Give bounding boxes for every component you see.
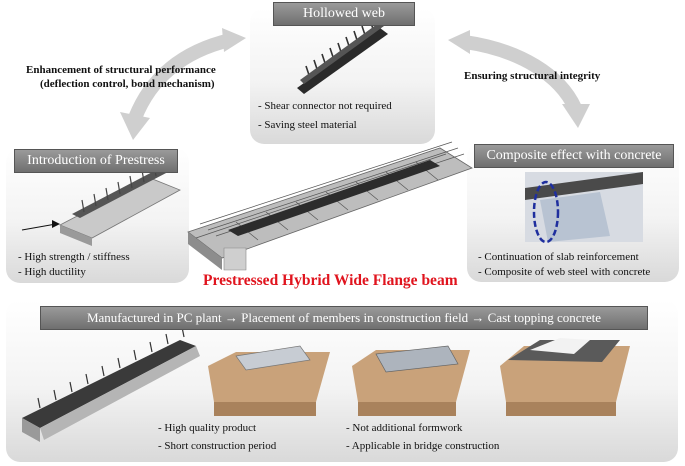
right-bullet-1: - Continuation of slab reinforcement: [478, 251, 639, 263]
header-composite-effect: Composite effect with concrete: [474, 144, 674, 168]
pc-plant-beam-icon: [22, 326, 200, 442]
bottom-bullet-a1: - High quality product: [158, 422, 257, 434]
top-panel: [250, 8, 435, 144]
left-bullet-2: - High ductility: [18, 266, 86, 278]
top-bullet-1: - Shear connector not required: [258, 100, 392, 112]
center-title: Prestressed Hybrid Wide Flange beam: [203, 272, 458, 289]
bottom-bullet-b2: - Applicable in bridge construction: [346, 440, 500, 452]
curved-arrow-left-icon: [128, 33, 232, 121]
prestress-beam-icon: [21, 163, 181, 246]
header-hollowed-web: Hollowed web: [273, 2, 415, 26]
hollowed-web-icon: [297, 15, 388, 94]
right-bullet-2: - Composite of web steel with concrete: [478, 266, 651, 278]
hybrid-beam-assembly-icon: [187, 141, 473, 271]
bottom-bullet-b1: - Not additional formwork: [346, 422, 463, 434]
bottom-bullet-a2: - Short construction period: [158, 440, 277, 452]
curved-arrow-right-icon: [463, 35, 582, 112]
header-introduction-of-prestress: Introduction of Prestress: [14, 149, 178, 173]
header-manufacturing-process: Manufactured in PC plant → Placement of …: [40, 306, 648, 330]
top-bullet-2: - Saving steel material: [258, 119, 357, 131]
construction-stage-3-icon: [500, 338, 630, 416]
left-bullet-1: - High strength / stiffness: [18, 251, 130, 263]
label-enhancement-line1: Enhancement of structural performance: [26, 64, 216, 76]
composite-detail-icon: [525, 172, 643, 244]
label-ensuring-integrity: Ensuring structural integrity: [464, 70, 601, 82]
label-enhancement-line2: (deflection control, bond mechanism): [40, 78, 215, 90]
construction-stage-2-icon: [352, 345, 470, 416]
construction-stage-1-icon: [208, 345, 330, 416]
curved-arrow-left-head-icon: [120, 112, 150, 140]
